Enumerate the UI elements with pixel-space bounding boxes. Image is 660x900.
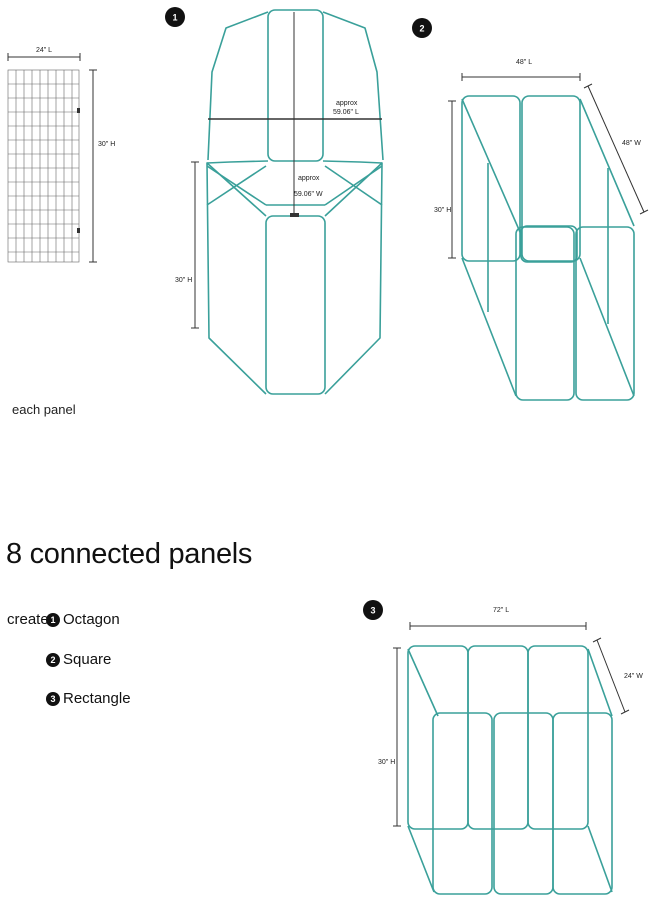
rectangle-width-label: 24" W xyxy=(624,673,643,680)
option-square: 2 Square xyxy=(46,651,111,668)
rectangle-diagram: 3 72" L 24" W 30" H xyxy=(363,600,643,895)
panel-grid xyxy=(7,69,80,263)
option-rectangle: 3 Rectangle xyxy=(46,690,131,707)
rectangle-frame xyxy=(407,645,613,895)
create-label: create xyxy=(7,611,49,628)
square-length-label: 48" L xyxy=(516,59,532,66)
option-octagon-label: Octagon xyxy=(63,611,120,628)
option-square-badge: 2 xyxy=(46,652,60,667)
square-badge xyxy=(412,18,432,38)
octagon-frame xyxy=(206,9,384,395)
square-height-label: 30" H xyxy=(434,207,451,214)
option-octagon: 1 Octagon xyxy=(46,611,120,628)
each-panel-caption: each panel xyxy=(12,402,76,417)
octagon-diagram: 1 approx 59.06" L approx xyxy=(165,7,384,395)
option-rectangle-badge: 3 xyxy=(46,691,60,706)
square-frame xyxy=(461,95,635,401)
square-width-dimension xyxy=(587,85,645,213)
octagon-length-label-1: approx xyxy=(336,100,358,107)
rectangle-width-dimension xyxy=(596,639,626,713)
panel-connectors xyxy=(77,108,80,233)
option-square-label: Square xyxy=(63,651,112,668)
octagon-length-label-2: 59.06" L xyxy=(333,109,359,116)
option-rectangle-label: Rectangle xyxy=(63,690,131,707)
square-width-label: 48" W xyxy=(622,140,641,147)
square-diagram: 2 48" L 48" W 30" H xyxy=(412,18,649,401)
headline: 8 connected panels xyxy=(6,538,253,570)
octagon-badge xyxy=(165,7,185,27)
square-badge-number: 2 xyxy=(419,24,424,34)
panel-length-label: 24" L xyxy=(36,47,52,54)
rectangle-length-label: 72" L xyxy=(493,607,509,614)
rectangle-badge-number: 3 xyxy=(370,606,375,616)
option-octagon-badge: 1 xyxy=(46,612,60,627)
panel-height-label: 30" H xyxy=(98,141,115,148)
octagon-width-label-2: 59.06" W xyxy=(294,191,323,198)
rectangle-badge xyxy=(363,600,383,620)
octagon-badge-number: 1 xyxy=(172,13,177,23)
octagon-height-label: 30" H xyxy=(175,277,192,284)
rectangle-height-label: 30" H xyxy=(378,759,395,766)
single-panel: 24" L xyxy=(7,47,115,263)
octagon-width-label-1: approx xyxy=(298,175,320,182)
